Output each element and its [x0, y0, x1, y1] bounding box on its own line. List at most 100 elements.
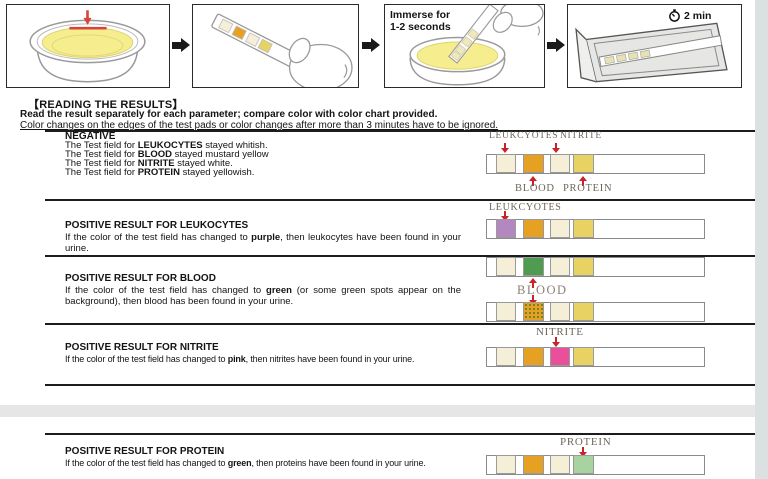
negative-line: The Test field for NITRITE stayed white. — [65, 157, 269, 169]
section-divider — [45, 384, 757, 386]
leukocytes-pad — [496, 347, 516, 366]
protein-pad — [573, 455, 594, 474]
immerse-caption-line1: Immerse for — [390, 9, 451, 21]
text-segment: (or some green spots appear on the backg… — [65, 285, 461, 307]
red-arrow-icon — [579, 176, 587, 186]
text-segment: , then leukocytes have been found in you… — [65, 232, 462, 254]
leukocytes-pad — [496, 455, 516, 474]
text-segment: stayed white. — [174, 157, 233, 169]
page-break-band — [0, 405, 755, 417]
parameter-name: PROTEIN — [137, 166, 180, 178]
nitrite-pad — [550, 257, 570, 276]
protein-pad — [573, 347, 594, 366]
step-panel-immerse — [384, 4, 545, 88]
immerse-illustration — [409, 5, 544, 86]
nitrite-section-title: POSITIVE RESULT FOR NITRITE — [65, 342, 219, 353]
red-arrow-icon — [501, 211, 509, 221]
step-panel-wait — [567, 4, 742, 88]
negative-section-title: NEGATIVE — [65, 131, 116, 142]
protein-section-title: POSITIVE RESULT FOR PROTEIN — [65, 446, 225, 457]
blood-label: BLOOD — [517, 283, 568, 297]
blood-pad-with-spots — [523, 302, 544, 321]
nitrite-pad — [550, 347, 570, 366]
leukocytes-pad — [496, 154, 516, 173]
text-segment: , then proteins have been found in your … — [251, 458, 426, 468]
protein-pad — [573, 154, 594, 173]
section-divider — [45, 130, 757, 132]
negative-line: The Test field for PROTEIN stayed yellow… — [65, 166, 269, 178]
nitrite-label: NITRITE — [560, 131, 602, 141]
text-segment: stayed mustard yellow — [172, 148, 269, 160]
red-arrow-icon — [552, 143, 560, 153]
text-segment: The Test field for — [65, 157, 138, 169]
text-segment: The Test field for — [65, 166, 138, 178]
fill-level-arrow-icon — [69, 10, 107, 30]
page-edge-band — [755, 0, 768, 479]
red-arrow-icon — [501, 143, 509, 153]
step-panel-strip-in-hand — [192, 4, 359, 88]
nitrite-pad — [550, 154, 570, 173]
blood-pad — [523, 257, 544, 276]
blood-positive-strip — [486, 257, 705, 277]
parameter-name: LEUKOCYTES — [137, 140, 203, 151]
protein-label: PROTEIN — [563, 183, 613, 194]
text-segment: stayed whitish. — [202, 140, 268, 151]
stopwatch-icon — [669, 9, 680, 22]
keyword: green — [266, 285, 292, 296]
keyword: purple — [251, 232, 281, 243]
red-arrow-icon — [529, 278, 537, 288]
nitrite-section-body: If the color of the test field has chang… — [65, 354, 414, 365]
text-segment: The Test field for — [65, 148, 138, 160]
text-segment: If the color of the test field has chang… — [65, 285, 267, 296]
section-divider — [45, 199, 757, 201]
nitrite-pad — [550, 219, 570, 238]
red-arrow-icon — [529, 176, 537, 186]
strip-on-pouch-illustration — [575, 22, 728, 83]
leukocytes-label: LEUKCYOTES — [489, 131, 559, 141]
leukocytes-pad — [496, 257, 516, 276]
nitrite-pad — [550, 455, 570, 474]
negative-description: The Test field for LEUKOCYTES stayed whi… — [65, 140, 269, 178]
step-arrow-icon-2 — [362, 38, 380, 53]
strip-in-hand-illustration — [211, 13, 353, 87]
blood-label: BLOOD — [515, 183, 555, 194]
protein-label: PROTEIN — [560, 436, 612, 448]
blood-pad — [523, 154, 544, 173]
reading-results-heading: 【READING THE RESULTS】 — [28, 99, 184, 111]
protein-positive-strip — [486, 455, 705, 475]
protein-section-body: If the color of the test field has chang… — [65, 458, 426, 469]
leukocytes-section-title: POSITIVE RESULT FOR LEUKOCYTES — [65, 220, 249, 231]
section-divider — [45, 323, 757, 325]
step-arrow-icon-1 — [172, 38, 190, 53]
blood-pad — [523, 455, 544, 474]
red-arrow-icon — [552, 337, 560, 347]
text-segment: If the color of the test field has chang… — [65, 458, 228, 468]
text-segment: , then nitrites have been found in your … — [245, 354, 415, 364]
negative-strip — [486, 154, 705, 174]
blood-pad — [523, 347, 544, 366]
leukocytes-pad — [496, 219, 516, 238]
timer-caption-text: 2 min — [684, 9, 712, 22]
step-arrow-icon-3 — [547, 38, 565, 53]
keyword: pink — [227, 354, 246, 364]
leukocytes-pad — [496, 302, 516, 321]
blood-pad — [523, 219, 544, 238]
nitrite-positive-strip — [486, 347, 705, 367]
timer-caption: 2 min — [668, 9, 711, 22]
parameter-name: NITRITE — [137, 157, 175, 169]
cup-illustration — [29, 10, 146, 83]
immerse-caption-line2: 1-2 seconds — [390, 21, 451, 33]
negative-line: The Test field for LEUKOCYTES stayed whi… — [65, 140, 269, 151]
text-segment: If the color of the test field has chang… — [65, 232, 252, 243]
reading-instruction-underlined: Color changes on the edges of the test p… — [20, 120, 499, 131]
nitrite-label: NITRITE — [536, 326, 584, 338]
leukocytes-section-body: If the color of the test field has chang… — [65, 232, 461, 254]
protein-pad — [573, 257, 594, 276]
section-divider — [45, 433, 757, 435]
leukocytes-positive-strip — [486, 219, 705, 239]
text-segment: stayed yellowish. — [179, 166, 255, 178]
keyword: green — [227, 458, 252, 468]
text-segment: If the color of the test field has chang… — [65, 354, 228, 364]
blood-section-body: If the color of the test field has chang… — [65, 285, 461, 307]
